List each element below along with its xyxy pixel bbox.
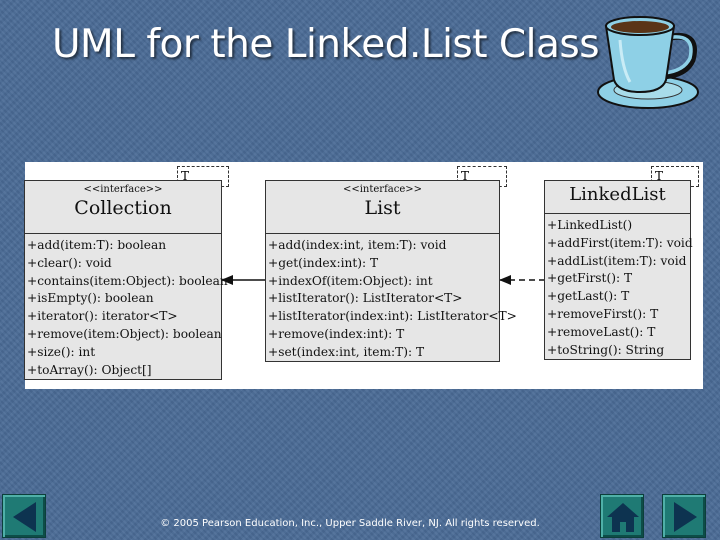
coffee-cup-icon [597,16,699,109]
next-slide-button[interactable] [662,494,706,538]
class-linkedlist: LinkedList +LinkedList() +addFirst(item:… [544,180,693,361]
operation: +iterator(): iterator<T> [27,309,178,324]
implementation-arrowhead [499,275,511,285]
class-list-operations: +add(index:int, item:T): void +get(index… [266,234,517,364]
class-linkedlist-name: LinkedList [569,184,666,205]
previous-slide-button[interactable] [2,494,46,538]
operation: +listIterator(): ListIterator<T> [268,291,463,306]
class-collection-operations: +add(item:T): boolean +clear(): void +co… [25,234,228,381]
operation: +addFirst(item:T): void [547,235,693,250]
class-collection-stereotype: <<interface>> [83,184,163,195]
class-linkedlist-header: LinkedList [545,181,690,214]
operation: +removeLast(): T [547,324,656,339]
arrow-left-icon [13,502,36,532]
class-collection: <<interface>> Collection +add(item:T): b… [24,180,228,381]
class-collection-header: <<interface>> Collection [25,181,221,234]
operation: +getLast(): T [547,289,630,304]
operation: +size(): int [27,344,96,359]
operation: +indexOf(item:Object): int [268,273,433,288]
operation: +get(index:int): T [268,255,379,270]
operation: +toString(): String [547,342,665,357]
operation: +clear(): void [27,255,112,270]
operation: +add(index:int, item:T): void [268,238,447,252]
relation-arrows [221,275,544,285]
operation: +remove(item:Object): boolean [27,326,222,341]
operation: +addList(item:T): void [547,253,687,268]
operation: +add(item:T): boolean [27,238,167,252]
operation: +LinkedList() [547,218,633,232]
class-list-header: <<interface>> List [266,181,499,234]
operation: +contains(item:Object): boolean [27,273,228,288]
operation: +toArray(): Object[] [27,362,152,377]
class-linkedlist-operations: +LinkedList() +addFirst(item:T): void +a… [545,214,693,361]
arrow-right-icon [674,502,697,532]
operation: +isEmpty(): boolean [27,291,154,306]
slide-title: UML for the Linked.List Class [52,22,600,67]
operation: +listIterator(index:int): ListIterator<T… [268,309,517,324]
class-list: <<interface>> List +add(index:int, item:… [265,180,517,364]
operation: +getFirst(): T [547,271,633,286]
uml-diagram: T <<interface>> Collection +add(item:T):… [24,162,703,389]
operation: +removeFirst(): T [547,306,659,321]
class-list-stereotype: <<interface>> [342,184,423,195]
class-collection-name: Collection [74,197,172,219]
operation: +set(index:int, item:T): T [268,344,425,359]
home-button[interactable] [600,494,644,538]
class-list-name: List [364,197,401,219]
generalization-arrowhead [221,275,233,285]
operation: +remove(index:int): T [268,326,405,341]
home-icon [607,503,639,532]
copyright-notice: © 2005 Pearson Education, Inc., Upper Sa… [160,518,540,529]
